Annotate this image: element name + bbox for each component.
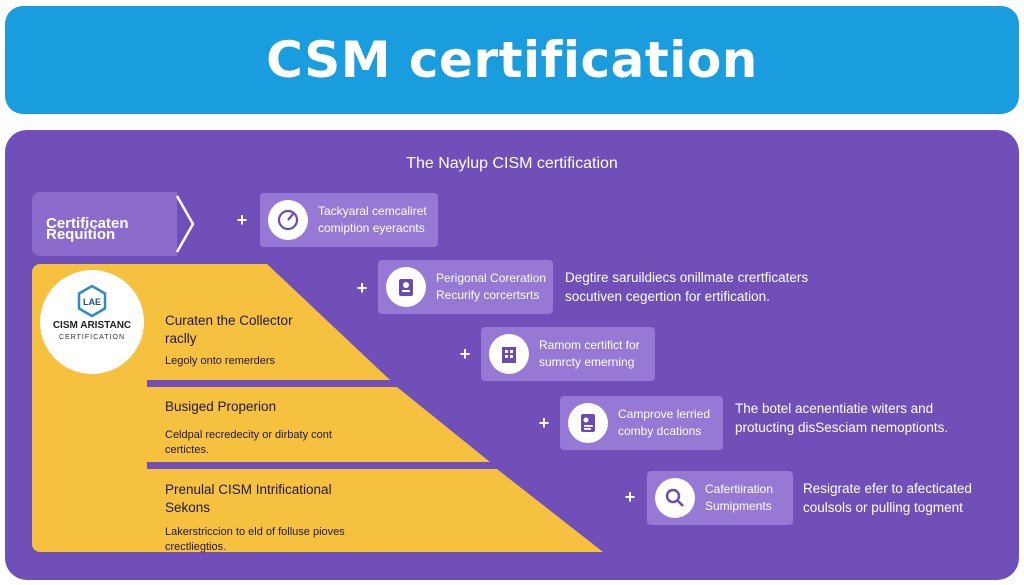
plus-icon: + (538, 413, 550, 433)
step-1-title-line2: raclly (165, 331, 197, 346)
info-card-5-line2: Sumipments (705, 499, 772, 513)
step-2-title: Busiged Properion (165, 399, 277, 414)
info-card-3: Ramom certifict for sumrcty emerning (481, 327, 655, 381)
plus-icon: + (459, 344, 471, 364)
requirement-label-line1: Certificaten (46, 215, 129, 232)
panel-subtitle: The Naylup CISM certification (406, 155, 618, 172)
info-card-3-line1: Ramom certifict for (539, 338, 640, 352)
magnifier-icon (655, 478, 695, 518)
step-1-title: Curaten the Collector (165, 313, 293, 328)
info-card-3-line2: sumrcty emerning (539, 355, 635, 369)
step-2-body-line2: certictes. (165, 444, 210, 456)
step-staircase (145, 264, 603, 552)
step-1-body: Legoly onto remerders (165, 355, 276, 367)
step-3-body: Lakerstriccion to eld of folluse pioves (165, 526, 345, 538)
step-3-text: Prenulal CISM Intrificational Sekons Lak… (165, 481, 345, 555)
id-badge-icon (386, 267, 426, 307)
description-2-line2: protucting disSesciam nemoptionts. (735, 420, 949, 435)
info-card-2-line2: Recurify corcertsrts (436, 288, 540, 302)
info-card-5-line1: Cafertiiration (705, 482, 774, 496)
description-3: Resigrate efer to afecticated coulsols o… (803, 479, 972, 517)
chevron-right-icon (175, 195, 195, 253)
info-card-5: Cafertiiration Sumipments (647, 471, 793, 525)
info-card-1-line2: comiption eyeracnts (318, 221, 425, 235)
document-badge-icon (568, 403, 608, 443)
step-2-text: Busiged Properion Celdpal recredecity or… (165, 398, 332, 458)
info-card-2-line1: Perigonal Coreration (436, 271, 547, 285)
info-card-2: Perigonal Coreration Recurify corcertsrt… (378, 260, 553, 314)
description-1-line1: Degtire saruildiecs onillmate crertficat… (565, 270, 809, 285)
requirement-label-line2: Requition (46, 226, 116, 243)
description-3-line1: Resigrate efer to afecticated (803, 481, 972, 496)
step-3-title: Prenulal CISM Intrificational (165, 482, 332, 497)
info-card-1-line1: Tackyaral cemcaliret (318, 204, 427, 218)
step-1-shape (145, 264, 390, 380)
description-3-line2: coulsols or pulling togment (803, 500, 963, 515)
info-card-1: Tackyaral cemcaliret comiption eyeracnts (260, 193, 438, 247)
cism-logo: LAE CISM ARISTANC CERTIFICATION (40, 270, 144, 374)
logo-subtitle: CERTIFICATION (58, 334, 126, 341)
logo-mark: LAE (83, 297, 101, 307)
step-2-shape (145, 387, 490, 462)
step-3-shape (145, 469, 603, 552)
title-banner: CSM certification (5, 6, 1019, 114)
gauge-icon (268, 200, 308, 240)
requirement-tab: Certificaten (32, 192, 177, 256)
hexagon-icon: LAE (77, 285, 107, 317)
info-card-4-line2: comby dcations (618, 424, 702, 438)
step-3-title-line2: Sekons (165, 500, 211, 515)
description-1-line2: socutiven cegertion for ertification. (565, 289, 770, 304)
description-2-line1: The botel acenentiatie witers and (735, 401, 934, 416)
step-1-text: Curaten the Collector raclly Legoly onto… (165, 312, 293, 369)
plus-icon: + (236, 210, 248, 230)
plus-icon: + (356, 278, 368, 298)
building-icon (489, 334, 529, 374)
plus-icon: + (624, 487, 636, 507)
description-2: The botel acenentiatie witers and protuc… (735, 399, 948, 437)
step-3-body-line2: crectliegtios. (165, 541, 227, 553)
logo-title: CISM ARISTANC (52, 320, 132, 331)
page-title: CSM certification (266, 31, 758, 89)
step-2-body: Celdpal recredecity or dirbaty cont (165, 429, 332, 441)
description-1: Degtire saruildiecs onillmate crertficat… (565, 268, 808, 306)
info-card-4: Camprove lerried comby dcations (560, 396, 723, 450)
certification-panel: The Naylup CISM certification Certificat… (5, 130, 1019, 580)
info-card-4-line1: Camprove lerried (618, 407, 711, 421)
